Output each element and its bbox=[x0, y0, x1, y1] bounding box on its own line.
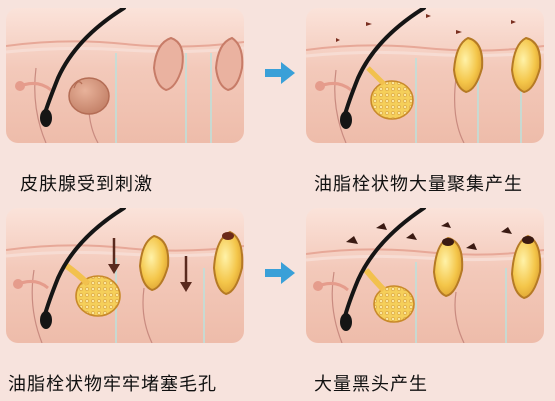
step-caption: 油脂栓状物牢牢堵塞毛孔 bbox=[8, 370, 217, 396]
diagram-panel-sebum-plug-forming bbox=[306, 8, 544, 143]
right-arrow-icon bbox=[265, 62, 295, 84]
right-arrow-icon bbox=[265, 262, 295, 284]
diagram-panel-pore-clogged bbox=[6, 208, 244, 343]
step-caption: 皮肤腺受到刺激 bbox=[20, 170, 153, 196]
diagram-panel-blackheads bbox=[306, 208, 544, 343]
step-caption: 油脂栓状物大量聚集产生 bbox=[314, 170, 523, 196]
step-caption: 大量黑头产生 bbox=[314, 370, 428, 396]
diagram-panel-stimulated-gland bbox=[6, 8, 244, 143]
